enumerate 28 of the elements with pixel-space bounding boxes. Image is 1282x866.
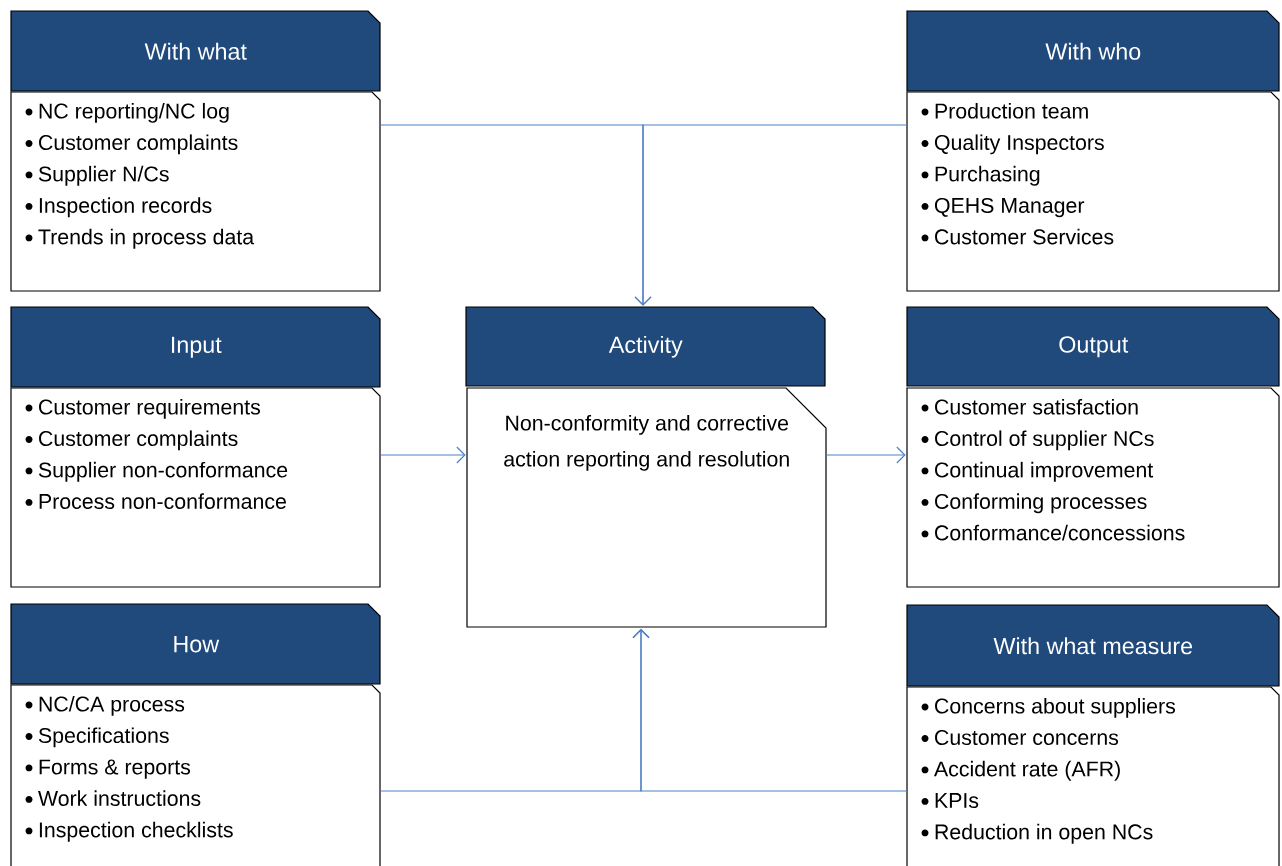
activity-box: Non-conformity and corrective action reporting and resolution [466, 387, 827, 628]
node-label: KPIs [935, 793, 979, 808]
list-box: Production team Quality Inspectors Purchasing QEHS Manager Customer Services [906, 91, 1280, 292]
list-box: Customer satisfaction Control of supplier NCs Continual improvement Conforming processes Conformance/concessions [906, 387, 1280, 588]
node-label: NC/CA process [39, 695, 185, 716]
node-label: Inspection checklists [39, 821, 233, 842]
header-box: With what [10, 10, 381, 92]
list-box: NC/CA process Specifications Forms & reports Work instructions Inspection checklists [10, 684, 381, 866]
node-label: Work instructions [38, 790, 201, 806]
list-box: Customer requirements Customer complaints Supplier non-conformance Process non-conformance [10, 387, 381, 588]
header-box: With who [906, 10, 1280, 92]
node-label: Reduction in open NCs [935, 823, 1153, 844]
arrow [632, 628, 908, 792]
arrow [634, 124, 908, 306]
header-box: Activity [465, 306, 826, 387]
node-label: Accident rate (AFR) [933, 760, 1120, 781]
arrow [379, 446, 466, 464]
header-box: Input [10, 306, 381, 388]
arrow [825, 446, 906, 464]
node-label: Concerns about suppliers [935, 697, 1176, 718]
node-label: Specifications [38, 727, 169, 748]
node-label: Customer concerns [935, 729, 1119, 746]
list-box: Concerns about suppliers Customer concerns Accident rate (AFR) KPIs Reduction in open NCs [906, 686, 1280, 866]
header-box: With what measure [906, 604, 1280, 687]
header-box: How [10, 603, 381, 685]
list-box: NC reporting/NC log Customer complaints Supplier N/Cs Inspection records Trends in process data [10, 91, 381, 292]
header-box: Output [906, 306, 1280, 387]
node-label: Forms & reports [39, 759, 191, 779]
